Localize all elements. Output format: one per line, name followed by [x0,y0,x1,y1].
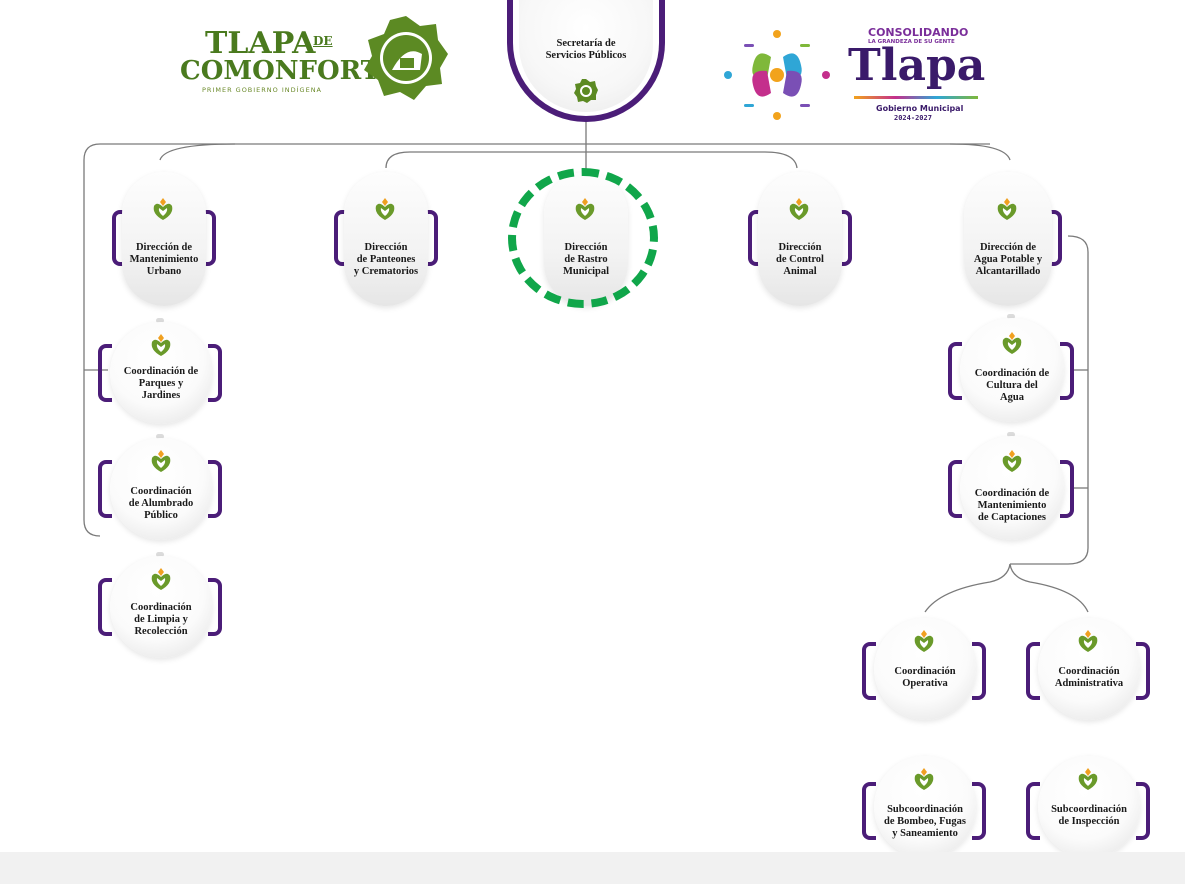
coordination-label: Coordinación de Cultura del Agua [974,368,1050,403]
node-coord-alumbrado: Coordinación de Alumbrado Público [98,434,222,544]
leaf-logo-icon [789,198,809,220]
node-direccion-panteones: Dirección de Panteones y Crematorios [334,166,438,306]
node-secretaria: Secretaría de Servicios Públicos [507,0,665,122]
root-frame [507,0,665,122]
subcoordination-label: Subcoordinación de Bombeo, Fugas y Sanea… [884,804,966,839]
color-divider [854,96,978,99]
node-coord-parques: Coordinación de Parques y Jardines [98,318,222,428]
subcoordination-label: Subcoordinación de Inspección [1051,804,1127,827]
node-direccion-control: Dirección de Control Animal [748,166,852,306]
slogan-line1: CONSOLIDANDO [868,26,969,39]
coordination-label: Coordinación de Limpia y Recolección [130,602,192,637]
direction-label: Dirección de Panteones y Crematorios [353,242,419,277]
leaf-logo-icon [1002,450,1022,472]
coordination-label: Coordinación de Alumbrado Público [128,486,194,521]
root-label: Secretaría de Servicios Públicos [545,38,627,61]
highlight-dashed-circle [508,168,658,308]
logo-tlapa-text: TLAPA [205,26,316,61]
coordination-label: Coordinación Operativa [894,666,956,689]
gobierno-subtitle: Gobierno Municipal [876,104,964,113]
bottom-band [0,852,1185,884]
leaf-logo-icon [1078,630,1098,652]
node-coord-operativa: Coordinación Operativa [862,614,986,726]
colorful-emblem-icon [724,30,830,120]
seal-small-icon [574,79,598,103]
leaf-logo-icon [914,630,934,652]
node-coord-limpia: Coordinación de Limpia y Recolección [98,552,222,662]
leaf-logo-icon [1078,768,1098,790]
logo-tagline-text: PRIMER GOBIERNO INDÍGENA [202,86,323,94]
coordination-label: Coordinación de Mantenimiento de Captaci… [974,488,1050,523]
coordination-label: Coordinación de Parques y Jardines [123,366,199,401]
node-direccion-agua: Dirección de Agua Potable y Alcantarilla… [958,166,1062,306]
node-coord-administrativa: Coordinación Administrativa [1026,614,1150,726]
node-subcoord-bombeo: Subcoordinación de Bombeo, Fugas y Sanea… [862,752,986,864]
direction-label: Dirección de Agua Potable y Alcantarilla… [973,242,1043,277]
direction-label: Dirección de Mantenimiento Urbano [129,242,199,277]
logo-comonfort-text: COMONFORT [180,56,381,86]
slogan-line2: LA GRANDEZA DE SU GENTE [868,39,955,45]
node-coord-captaciones: Coordinación de Mantenimiento de Captaci… [948,432,1074,546]
leaf-logo-icon [997,198,1017,220]
leaf-logo-icon [151,450,171,472]
leaf-logo-icon [914,768,934,790]
gobierno-years: 2024-2027 [894,114,932,122]
leaf-logo-icon [151,334,171,356]
leaf-logo-icon [375,198,395,220]
tlapa-name: Tlapa [848,40,986,91]
coordination-label: Coordinación Administrativa [1054,666,1124,689]
node-subcoord-inspeccion: Subcoordinación de Inspección [1026,752,1150,864]
node-direccion-mantenimiento: Dirección de Mantenimiento Urbano [112,166,216,306]
direction-label: Dirección de Control Animal [776,242,824,277]
node-coord-cultura-agua: Coordinación de Cultura del Agua [948,314,1074,428]
logo-de-text: DE [313,34,333,48]
leaf-logo-icon [151,568,171,590]
leaf-logo-icon [1002,332,1022,354]
municipal-seal-icon [364,16,448,100]
leaf-logo-icon [153,198,173,220]
